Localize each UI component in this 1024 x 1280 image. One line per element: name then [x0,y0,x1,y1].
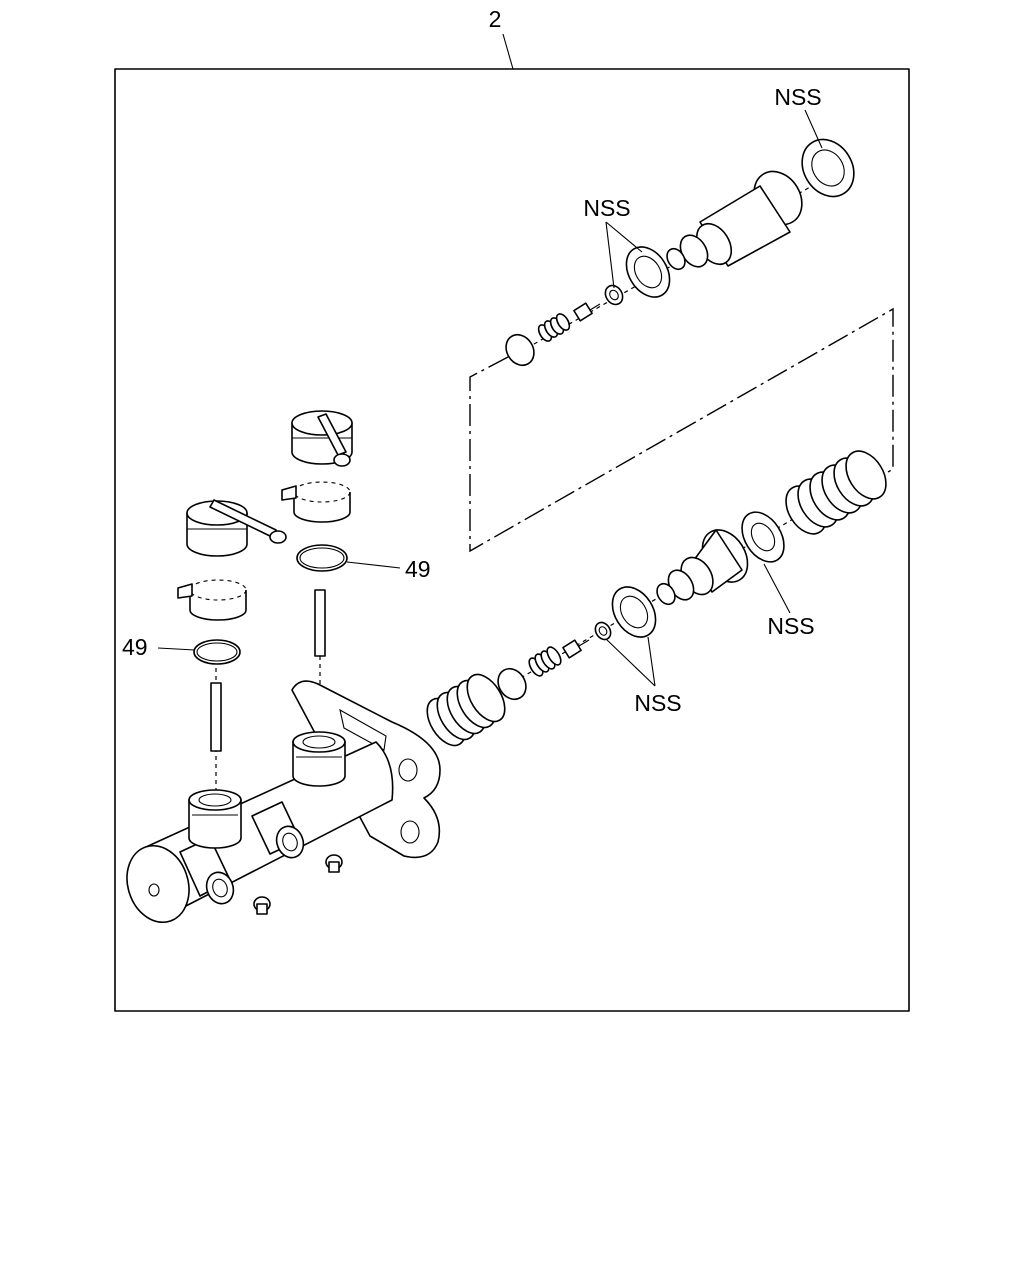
svg-text:NSS: NSS [774,84,821,110]
stop-screw-lower [253,896,271,915]
svg-text:NSS: NSS [767,613,814,639]
retainer-bolt-upper [573,302,601,322]
callout-oring-left: 49 [122,634,196,660]
spring-seat-upper [505,333,535,367]
seal-top-right [801,138,855,198]
lower-piston-group [426,450,887,747]
inlet-port-left [188,789,242,849]
reservoir-stack-left [177,499,287,800]
outlet-port-right [251,801,305,859]
group-bracket [469,307,894,553]
return-spring-right [785,450,887,535]
outlet-port-left [179,837,235,905]
callout-nss-top-right: NSS [774,84,823,149]
assembly-frame [114,68,910,1012]
reservoir-cap-left [186,499,287,557]
inlet-port-right [292,731,346,787]
callout-assembly: 2 [489,6,502,32]
return-spring-left [426,673,506,747]
seal-washer [741,511,785,563]
retainer-bolt-lower [562,639,590,659]
primary-piston [666,170,803,271]
spring-seat-lower [497,667,527,701]
master-cylinder-body [126,680,441,924]
seal-upper-small [604,284,624,306]
callout-nss-washer: NSS [763,563,815,639]
svg-text:NSS: NSS [583,195,630,221]
seal-lower-cup [611,586,657,638]
seal-lower-small [594,621,612,641]
clamp-band-right [281,481,351,523]
pin-right [314,589,326,657]
callout-nss-lower-seals: NSS [605,636,682,716]
pin-left [210,682,222,752]
callout-oring-right: 49 [346,556,431,582]
leader-assembly [502,33,514,70]
secondary-piston [656,529,749,606]
spring-small-lower [528,646,562,677]
spring-small-upper [537,313,571,342]
reservoir-stack-right [281,410,353,735]
callout-nss-upper-seals: NSS [583,195,643,289]
reservoir-cap-right [291,410,353,467]
svg-text:49: 49 [405,556,431,582]
svg-text:49: 49 [122,634,148,660]
seal-upper-cup [625,246,671,298]
upper-piston-group [505,138,855,367]
svg-text:NSS: NSS [634,690,681,716]
clamp-band-left [177,579,247,621]
stop-screw-upper [325,854,343,873]
oring-left [193,639,241,665]
oring-right [296,544,348,572]
